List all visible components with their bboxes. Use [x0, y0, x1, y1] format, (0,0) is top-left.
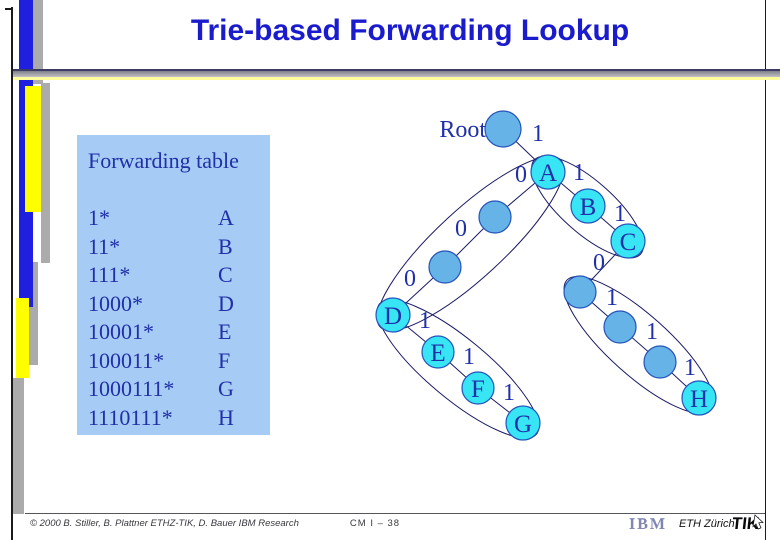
prefix-cell: 10001*	[88, 319, 154, 344]
edge-label: 0	[404, 266, 416, 292]
trie-node-n100	[428, 250, 462, 284]
title-divider	[12, 69, 780, 80]
node-label-G: G	[514, 411, 532, 438]
sidebar-gray-bar-bottom	[13, 378, 24, 514]
ibm-logo: IBM	[629, 516, 667, 532]
trie-node-Root	[484, 110, 522, 148]
trie-node-n10	[478, 200, 512, 234]
next-hop-cell: A	[218, 205, 234, 230]
edge-label: 1	[463, 344, 475, 370]
edge-label: 1	[419, 308, 431, 334]
trie-node-D	[375, 297, 411, 333]
sidebar-blue-bar-top	[19, 0, 33, 72]
prefix-cell: 1000111*	[88, 376, 175, 401]
trie-node-C	[610, 223, 646, 259]
forwarding-table-title: Forwarding table	[88, 148, 239, 173]
node-label-H: H	[690, 386, 708, 413]
table-row: 100011* F	[88, 347, 270, 376]
next-hop-cell: E	[218, 319, 232, 344]
edge-label: 1	[532, 121, 544, 147]
prefix-cell: 11*	[88, 233, 121, 259]
next-hop-cell: B	[218, 233, 233, 259]
next-hop-cell: F	[218, 347, 231, 373]
prefix-cell: 1000*	[88, 290, 143, 316]
next-hop-cell: D	[218, 290, 234, 316]
prefix-cell: 1*	[88, 205, 110, 230]
node-label-A: A	[539, 160, 557, 187]
next-hop-cell: H	[218, 404, 234, 430]
trie-node-A	[530, 154, 566, 190]
prefix-cell: 1110111*	[88, 404, 173, 430]
ibm-logo-text: IBM	[629, 516, 667, 532]
sidebar-gray-bar-mid	[41, 83, 50, 263]
page-title: Trie-based Forwarding Lookup	[190, 14, 630, 47]
trie-node-H	[681, 380, 717, 416]
sidebar-top-dash	[5, 8, 13, 10]
edge-label: 1	[684, 355, 696, 381]
tik-cursor-arrow-icon	[752, 514, 764, 530]
trie-node-n1110	[563, 275, 597, 309]
eth-zurich-label: ETH Zürich	[679, 518, 735, 530]
table-row: 10001* E	[88, 318, 270, 347]
node-label-D: D	[384, 303, 402, 330]
trie-node-F	[461, 371, 495, 405]
table-row: 11* B	[88, 233, 270, 262]
table-row: 1* A	[88, 204, 270, 233]
prefix-cell: 100011*	[88, 347, 165, 373]
tik-logo: TIK	[733, 514, 764, 533]
sidebar-gray-bar-low	[29, 262, 38, 365]
table-row: 1110111* H	[88, 404, 270, 433]
node-label-E: E	[430, 340, 445, 367]
node-label-C: C	[620, 229, 637, 256]
footer-copyright: © 2000 B. Stiller, B. Plattner ETHZ-TIK,…	[30, 518, 299, 529]
edge-label: 1	[503, 380, 515, 406]
divider-yellow-band	[12, 77, 780, 80]
edge-label: 1	[646, 319, 658, 345]
table-row: 111* C	[88, 261, 270, 290]
sidebar-yellow-bar-low	[16, 298, 29, 378]
edge-label: 1	[573, 160, 585, 186]
trie-node-B	[570, 188, 606, 224]
trie-node-E	[421, 335, 455, 369]
edge-label: 0	[515, 162, 527, 188]
trie-node-n11101	[603, 310, 637, 344]
trie-node-G	[505, 405, 541, 441]
edge-label: 1	[614, 201, 626, 227]
next-hop-cell: C	[218, 262, 233, 287]
edge-label: 1	[606, 285, 618, 311]
sidebar-gray-bar-top	[32, 0, 43, 84]
tik-logo-text: TIK	[733, 514, 761, 533]
divider-dark-line	[12, 69, 780, 71]
footer-slide-number: CM I – 38	[349, 518, 401, 529]
footer-divider-line	[25, 513, 766, 514]
root-caption: Root	[439, 117, 486, 143]
path-compression-ellipse	[531, 155, 644, 259]
sidebar-yellow-bar-top	[25, 86, 41, 212]
edge-label: 0	[455, 216, 467, 242]
table-row: 1000111* G	[88, 375, 270, 404]
table-row: 1000* D	[88, 290, 270, 319]
edge-label: 0	[593, 250, 605, 276]
prefix-cell: 111*	[88, 262, 131, 287]
divider-gray-band	[12, 71, 780, 77]
slide-right-border	[765, 0, 766, 540]
node-label-B: B	[580, 194, 597, 221]
next-hop-cell: G	[218, 376, 234, 401]
sidebar-vertical-line	[11, 7, 13, 540]
trie-node-n111011	[643, 345, 677, 379]
node-label-F: F	[471, 376, 485, 403]
